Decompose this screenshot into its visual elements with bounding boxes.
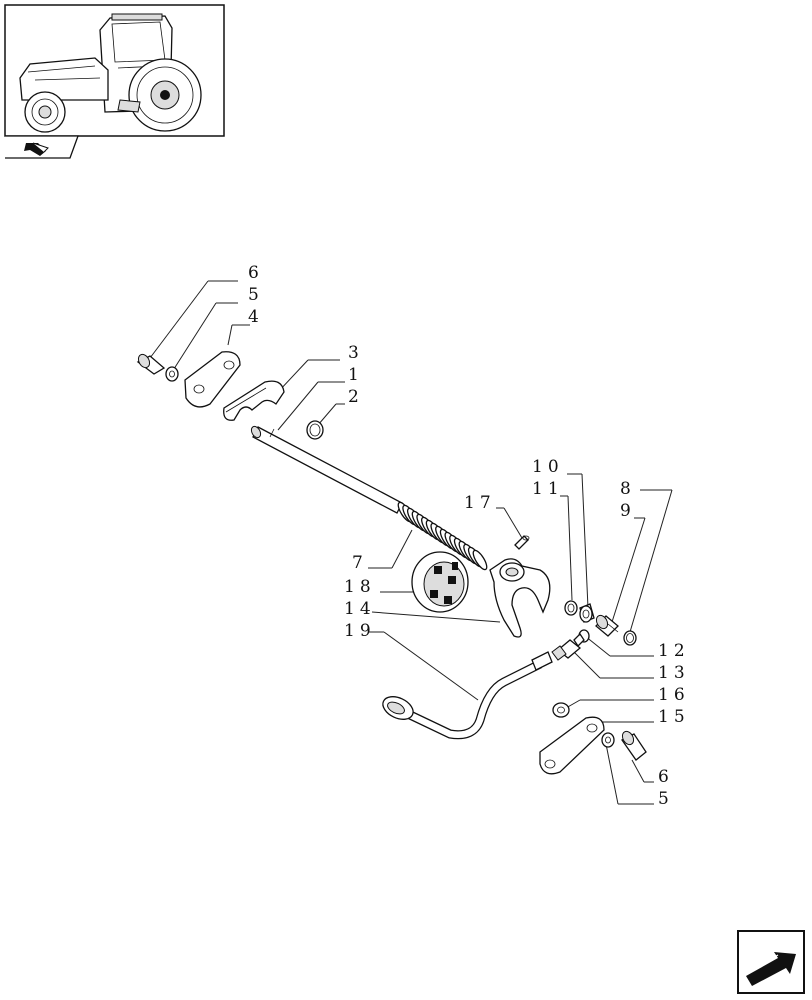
callout-7: 7 — [352, 553, 368, 573]
hub-part — [411, 551, 469, 613]
callout-6: 6 — [658, 767, 674, 787]
callout-12: 12 — [658, 641, 690, 661]
plug-part — [595, 614, 619, 637]
plate-part — [539, 716, 605, 775]
callout-18: 18 — [344, 577, 376, 597]
fitting-part — [551, 632, 585, 661]
callout-2: 2 — [348, 387, 364, 407]
callout-8: 8 — [620, 479, 636, 499]
callout-10: 10 — [532, 457, 564, 477]
fork-part — [489, 558, 551, 638]
callout-4: 4 — [248, 307, 264, 327]
callout-1: 1 — [348, 365, 364, 385]
callout-9: 9 — [620, 501, 636, 521]
shaft-part — [250, 425, 403, 514]
bushing-part — [579, 603, 595, 623]
pipe-part — [382, 651, 553, 740]
screw-part — [136, 353, 166, 375]
tractor-thumbnail-icon — [4, 4, 225, 137]
spring-part — [397, 501, 488, 571]
callout-15: 15 — [658, 707, 690, 727]
section-symbol-icon — [5, 135, 79, 159]
callout-16: 16 — [658, 685, 690, 705]
callout-17: 17 — [464, 493, 496, 513]
callout-13: 13 — [658, 663, 690, 683]
callout-3: 3 — [348, 343, 364, 363]
next-page-arrow-icon[interactable] — [737, 930, 805, 994]
ring-part — [306, 420, 324, 440]
ring-part — [564, 600, 578, 616]
callout-5: 5 — [658, 789, 674, 809]
o-ring-part — [623, 630, 637, 646]
callout-6: 6 — [248, 263, 264, 283]
washer-part — [601, 732, 615, 748]
pin-part — [514, 535, 530, 550]
washer-part — [552, 702, 570, 718]
callout-labels: 6 5 4 3 1 2 10 11 8 9 17 7 18 14 19 12 1… — [248, 263, 690, 809]
leader-lines — [149, 280, 673, 805]
bracket-part — [223, 380, 285, 421]
callout-19: 19 — [344, 621, 376, 641]
plate-part — [184, 351, 241, 408]
callout-5: 5 — [248, 285, 264, 305]
callout-11: 11 — [532, 479, 564, 499]
spring-coil — [472, 549, 488, 571]
callout-14: 14 — [344, 599, 376, 619]
screw-part — [621, 730, 647, 761]
washer-part — [165, 366, 179, 382]
